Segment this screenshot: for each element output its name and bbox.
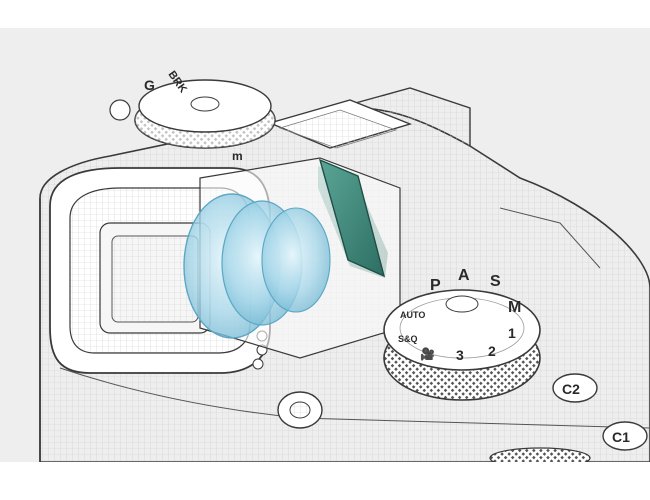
mode-dial-label-m: M (508, 299, 521, 316)
mode-dial: P A S M 1 2 3 AUTO S&Q 🎥 (383, 267, 541, 401)
mode-dial-label-1: 1 (508, 325, 516, 341)
drive-dial-label-g: G (144, 77, 155, 93)
c2-button-label: C2 (562, 381, 580, 397)
drive-dial: G BRK (109, 69, 276, 149)
mode-dial-label-a: A (458, 267, 470, 284)
mode-dial-label-movie: 🎥 (420, 347, 435, 361)
mode-dial-label-3: 3 (456, 347, 464, 363)
mode-dial-label-2: 2 (488, 343, 496, 359)
mode-dial-label-auto: AUTO (400, 310, 425, 320)
mode-dial-label-sq: S&Q (398, 334, 418, 344)
camera-illustration: m G BRK P A S M 1 (0, 28, 650, 469)
viewfinder-optics: m (183, 139, 401, 359)
oled-panel (318, 158, 386, 278)
svg-text:m: m (232, 149, 243, 163)
c1-button-label: C1 (612, 429, 630, 445)
mode-dial-label-p: P (430, 277, 441, 294)
mode-dial-label-s: S (490, 273, 501, 290)
eyepiece-lens-rear (261, 207, 331, 313)
